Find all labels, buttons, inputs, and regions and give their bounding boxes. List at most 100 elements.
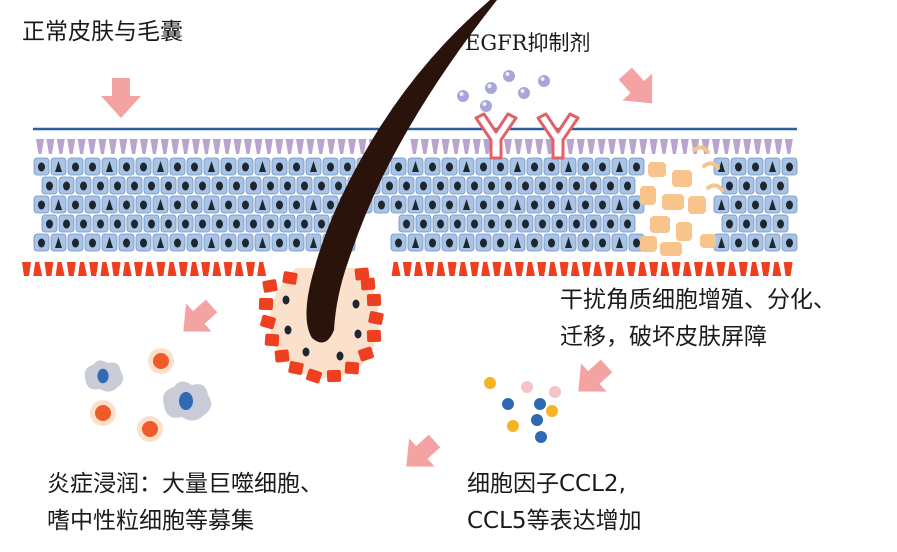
nucleus bbox=[395, 162, 402, 172]
nucleus bbox=[786, 238, 793, 248]
corneum-wedge bbox=[680, 139, 689, 154]
corneum-wedge bbox=[462, 139, 471, 154]
nucleus bbox=[412, 237, 419, 248]
basal-cell bbox=[134, 262, 143, 276]
nucleus bbox=[531, 238, 538, 248]
follicle-nucleus bbox=[352, 299, 360, 309]
nucleus bbox=[378, 200, 385, 210]
follicle-outer-cell bbox=[360, 277, 376, 291]
hair-icon bbox=[306, 0, 497, 343]
corneum-wedge bbox=[296, 139, 304, 154]
nucleus bbox=[38, 238, 45, 248]
basal-cell bbox=[425, 262, 435, 276]
nucleus bbox=[233, 219, 240, 229]
damaged-fragment bbox=[706, 183, 724, 192]
corneum-wedge bbox=[171, 139, 180, 154]
follicle-outer-cell bbox=[358, 346, 374, 362]
corneum-wedge bbox=[108, 139, 117, 154]
nucleus bbox=[140, 200, 147, 210]
nucleus bbox=[446, 238, 453, 248]
follicle-outer-cell bbox=[282, 271, 298, 285]
corneum-wedge bbox=[618, 139, 627, 154]
inhibitor-dot bbox=[485, 82, 497, 94]
nucleus bbox=[38, 162, 45, 172]
basal-cell bbox=[705, 262, 715, 276]
nucleus bbox=[225, 162, 232, 172]
nucleus bbox=[301, 181, 308, 191]
nucleus bbox=[624, 181, 631, 191]
nucleus bbox=[582, 238, 589, 248]
nucleus bbox=[191, 200, 198, 210]
immune-cells bbox=[84, 348, 212, 442]
inhibitor-highlight bbox=[540, 77, 545, 81]
interfere-line-2: 迁移，破坏皮肤屏障 bbox=[560, 324, 767, 350]
nucleus bbox=[276, 238, 283, 248]
basal-cell bbox=[156, 262, 166, 276]
hair-shaft bbox=[306, 0, 497, 343]
corneum-wedge bbox=[784, 139, 793, 154]
nucleus bbox=[599, 162, 606, 172]
nucleus bbox=[539, 181, 546, 191]
nucleus bbox=[318, 219, 325, 229]
basal-cell bbox=[201, 262, 211, 276]
corneum-wedge bbox=[129, 139, 138, 154]
cytokine-dot-icon bbox=[521, 381, 533, 393]
corneum-wedge bbox=[420, 139, 429, 154]
nucleus bbox=[225, 200, 232, 210]
nucleus bbox=[165, 219, 172, 229]
nucleus bbox=[344, 162, 351, 172]
down-arrow-icon bbox=[183, 299, 218, 332]
down-arrow-icon bbox=[101, 78, 141, 118]
corneum-wedge bbox=[504, 139, 512, 154]
nucleus bbox=[777, 181, 784, 191]
nucleus bbox=[284, 219, 291, 229]
basal-cell bbox=[66, 262, 76, 276]
nucleus bbox=[497, 162, 504, 172]
nucleus bbox=[123, 200, 130, 210]
interfere-barrier-label: 干扰角质细胞增殖、分化、 迁移，破坏皮肤屏障 bbox=[560, 282, 836, 356]
basal-cell bbox=[559, 262, 569, 276]
nucleus bbox=[140, 162, 147, 172]
corneum-wedge bbox=[597, 139, 606, 154]
nucleus bbox=[114, 219, 121, 229]
nucleus bbox=[55, 199, 62, 210]
receptor-y-icon bbox=[474, 112, 580, 160]
nucleus bbox=[454, 219, 461, 229]
corneum-wedge bbox=[576, 139, 585, 154]
basal-cell bbox=[111, 262, 121, 276]
nucleus bbox=[89, 162, 96, 172]
nucleus bbox=[760, 181, 767, 191]
nucleus bbox=[718, 161, 725, 172]
inflammation-line-1: 炎症浸润：大量巨噬细胞、 bbox=[47, 471, 323, 497]
nucleus bbox=[786, 200, 793, 210]
nucleus bbox=[718, 199, 725, 210]
nucleus bbox=[72, 200, 79, 210]
cytokine-dot-icon bbox=[531, 414, 543, 426]
corneum-wedge bbox=[223, 139, 232, 154]
nucleus bbox=[726, 219, 733, 229]
nucleus bbox=[752, 162, 759, 172]
arrow-shape bbox=[578, 359, 613, 392]
neutrophil-icon bbox=[137, 416, 163, 442]
corneum-wedge bbox=[264, 139, 273, 154]
nucleus bbox=[403, 181, 410, 191]
nucleus bbox=[97, 219, 104, 229]
nucleus bbox=[633, 238, 640, 248]
nucleus bbox=[250, 181, 257, 191]
nucleus bbox=[420, 219, 427, 229]
follicle-outer-cell bbox=[258, 297, 274, 311]
basal-cell bbox=[783, 262, 793, 276]
corneum-wedge bbox=[732, 139, 741, 154]
corneum-wedge bbox=[306, 139, 315, 154]
nucleus bbox=[420, 181, 427, 191]
arrow-shape bbox=[101, 78, 141, 118]
basal-cell bbox=[682, 262, 692, 276]
corneum-wedge bbox=[524, 139, 533, 154]
inhibitor-highlight bbox=[520, 89, 525, 93]
basal-cell bbox=[78, 262, 87, 276]
corneum-wedge bbox=[753, 139, 762, 154]
basal-cell bbox=[537, 262, 547, 276]
corneum-wedge bbox=[202, 139, 211, 154]
nucleus bbox=[174, 162, 181, 172]
nucleus bbox=[752, 200, 759, 210]
